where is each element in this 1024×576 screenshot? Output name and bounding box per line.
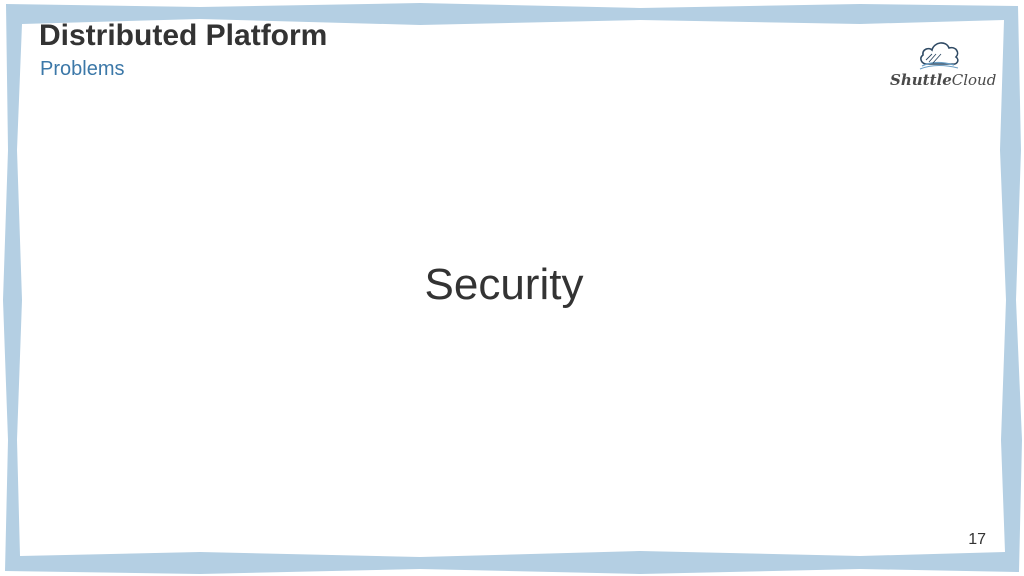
slide-title: Distributed Platform: [39, 19, 328, 52]
shuttlecloud-logo: ShuttleCloud: [884, 36, 996, 96]
logo-text-shuttle: Shuttle: [890, 71, 952, 89]
slide-main-text: Security: [424, 260, 584, 309]
logo-text-cloud: Cloud: [951, 71, 997, 89]
logo-wordmark: ShuttleCloud: [890, 70, 996, 90]
page-number: 17: [968, 531, 986, 548]
slide-subtitle: Problems: [40, 58, 125, 80]
cloud-icon: [919, 42, 959, 70]
